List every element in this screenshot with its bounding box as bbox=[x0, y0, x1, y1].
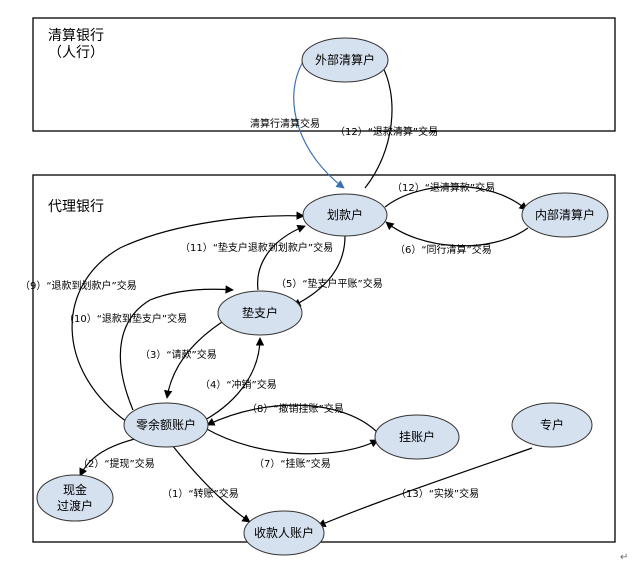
svg-text:内部清算户: 内部清算户 bbox=[535, 207, 595, 222]
label-refund-to-advance: （10）“退款到垫支户”交易 bbox=[64, 312, 187, 325]
node-advance-account[interactable]: 垫支户 bbox=[217, 290, 303, 336]
label-suspense: （7）“挂账”交易 bbox=[254, 457, 331, 470]
label-reversal: （4）“冲销”交易 bbox=[200, 378, 277, 391]
label-transfer: （1）“转账”交易 bbox=[162, 487, 239, 500]
edge-refund-clearing-payment bbox=[384, 185, 528, 211]
label-allocate: （13）“实拨”交易 bbox=[396, 487, 479, 500]
node-transfer-account[interactable]: 划款户 bbox=[302, 193, 388, 237]
label-withdraw: （2）“提现”交易 bbox=[78, 457, 155, 470]
svg-text:零余额账户: 零余额账户 bbox=[136, 417, 196, 432]
agent-bank-region bbox=[32, 174, 616, 543]
node-internal-clearing[interactable]: 内部清算户 bbox=[521, 192, 609, 238]
label-request-funds: （3）“请款”交易 bbox=[140, 348, 217, 361]
clearing-bank-subtitle: （人行） bbox=[48, 45, 104, 61]
svg-text:外部清算户: 外部清算户 bbox=[315, 52, 375, 67]
node-zero-balance-account[interactable]: 零余额账户 bbox=[123, 402, 209, 448]
label-advance-balance: （5）“垫支户平账”交易 bbox=[276, 277, 383, 290]
edge-request-funds bbox=[163, 321, 223, 399]
edge-suspense bbox=[204, 427, 379, 455]
label-clearing-txn: 清算行清算交易 bbox=[250, 117, 320, 130]
edge-advance-refund-to-transfer bbox=[257, 224, 306, 291]
node-payee-account[interactable]: 收款人账户 bbox=[243, 510, 325, 556]
edge-interbank-clearing bbox=[385, 221, 529, 247]
svg-text:过渡户: 过渡户 bbox=[57, 498, 93, 513]
label-refund-clearing-payment: （12）“退清算款”交易 bbox=[392, 181, 495, 194]
node-special-account[interactable]: 专户 bbox=[511, 402, 593, 448]
svg-text:划款户: 划款户 bbox=[327, 207, 363, 222]
clearing-bank-title: 清算银行 bbox=[48, 28, 104, 44]
label-advance-refund-to-transfer: （11）“垫支户退款到划款户”交易 bbox=[180, 241, 333, 254]
paragraph-mark: ↵ bbox=[620, 552, 628, 563]
edge-clearing-txn bbox=[293, 59, 345, 189]
edge-refund-to-advance bbox=[119, 285, 234, 411]
agent-bank-title: 代理银行 bbox=[48, 199, 104, 215]
edge-allocate bbox=[317, 447, 533, 527]
svg-text:专户: 专户 bbox=[540, 417, 564, 432]
edge-reversal bbox=[204, 337, 265, 421]
label-interbank-clearing: （6）“同行清算”交易 bbox=[395, 243, 492, 256]
label-refund-clearing: （12）“退款清算”交易 bbox=[335, 125, 438, 138]
svg-text:垫支户: 垫支户 bbox=[242, 305, 278, 320]
edge-refund-clearing bbox=[364, 61, 393, 189]
label-refund-to-transfer: （9）“退款到划款户”交易 bbox=[20, 279, 137, 292]
node-cash-transit-account[interactable]: 现金 过渡户 bbox=[36, 474, 114, 522]
edge-transfer bbox=[171, 444, 251, 523]
svg-text:挂账户: 挂账户 bbox=[399, 429, 435, 444]
node-external-clearing[interactable]: 外部清算户 bbox=[301, 37, 389, 83]
label-cancel-suspense: （8）“撤销挂账”交易 bbox=[247, 402, 344, 415]
svg-text:收款人账户: 收款人账户 bbox=[254, 525, 314, 540]
svg-text:现金: 现金 bbox=[63, 482, 87, 497]
edge-advance-balance bbox=[292, 235, 346, 307]
node-suspense-account[interactable]: 挂账户 bbox=[374, 414, 460, 460]
edge-refund-to-transfer bbox=[71, 211, 305, 423]
edge-cancel-suspense bbox=[206, 404, 379, 434]
